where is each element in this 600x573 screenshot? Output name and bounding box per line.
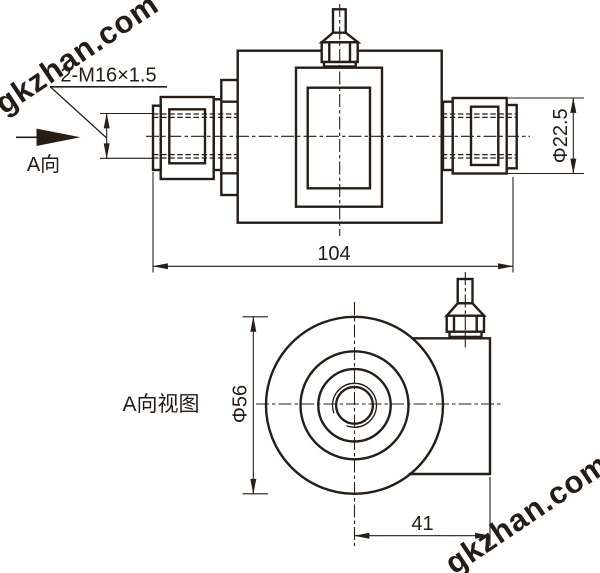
watermark-top-left: gkzhan.com bbox=[0, 0, 165, 121]
left-boss-strip bbox=[220, 78, 239, 197]
svg-text:gkzhan.com: gkzhan.com bbox=[0, 0, 165, 121]
front-body-outline bbox=[408, 337, 492, 476]
dim-41-value: 41 bbox=[411, 513, 433, 535]
view-direction-label: A向 bbox=[27, 153, 60, 176]
dimension-41 bbox=[354, 477, 491, 546]
leader-line bbox=[50, 86, 107, 139]
front-view-centerlines bbox=[256, 272, 502, 546]
dim-104-value: 104 bbox=[317, 243, 350, 265]
view-arrow-head bbox=[36, 128, 81, 146]
thread-callout bbox=[50, 86, 167, 159]
front-view bbox=[264, 277, 492, 495]
watermark-bottom-right: gkzhan.com bbox=[439, 446, 600, 573]
view-direction-arrow bbox=[16, 128, 81, 146]
dimension-outer-diameter bbox=[242, 316, 268, 495]
body-cover-window bbox=[306, 86, 372, 190]
dim-end-diameter-value: Φ22.5 bbox=[550, 108, 572, 163]
dim-outer-diameter-value: Φ56 bbox=[230, 385, 252, 423]
svg-text:gkzhan.com: gkzhan.com bbox=[439, 446, 600, 573]
thread-callout-text: 2-M16×1.5 bbox=[60, 65, 156, 87]
thread-dashed-lines bbox=[153, 113, 517, 159]
dimension-104 bbox=[152, 172, 514, 273]
side-view bbox=[151, 8, 518, 224]
dimension-end-diameter bbox=[507, 97, 584, 175]
side-view-centerlines bbox=[146, 4, 530, 236]
left-collar bbox=[151, 104, 162, 172]
front-view-title: A向视图 bbox=[122, 393, 199, 416]
